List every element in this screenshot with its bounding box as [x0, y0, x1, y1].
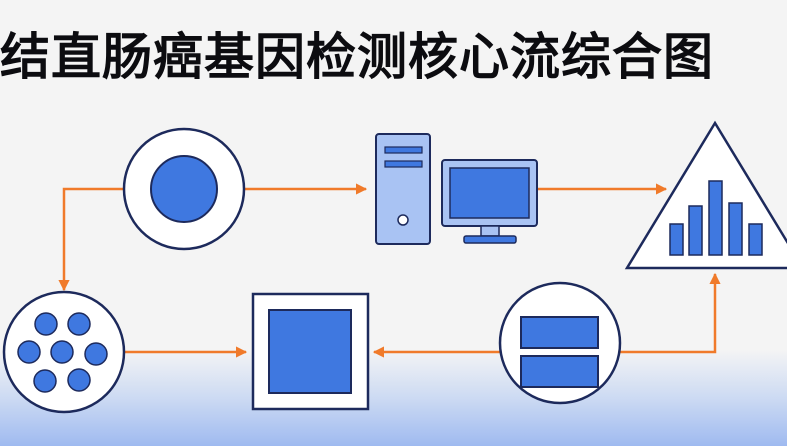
triangle-bar-chart-icon — [624, 120, 787, 270]
cell-cluster-icon — [2, 290, 126, 414]
arrow-report-to-analysis — [620, 272, 721, 354]
page-title: 结直肠癌基因检测核心流综合图 — [0, 28, 714, 86]
single-cell-circle-icon — [122, 127, 246, 251]
arrow-sample-to-cells — [58, 187, 123, 292]
two-bars-circle-icon — [498, 281, 622, 405]
connector-arrows — [58, 183, 721, 358]
desktop-computer-icon — [375, 133, 538, 245]
square-chip-icon — [251, 292, 370, 411]
